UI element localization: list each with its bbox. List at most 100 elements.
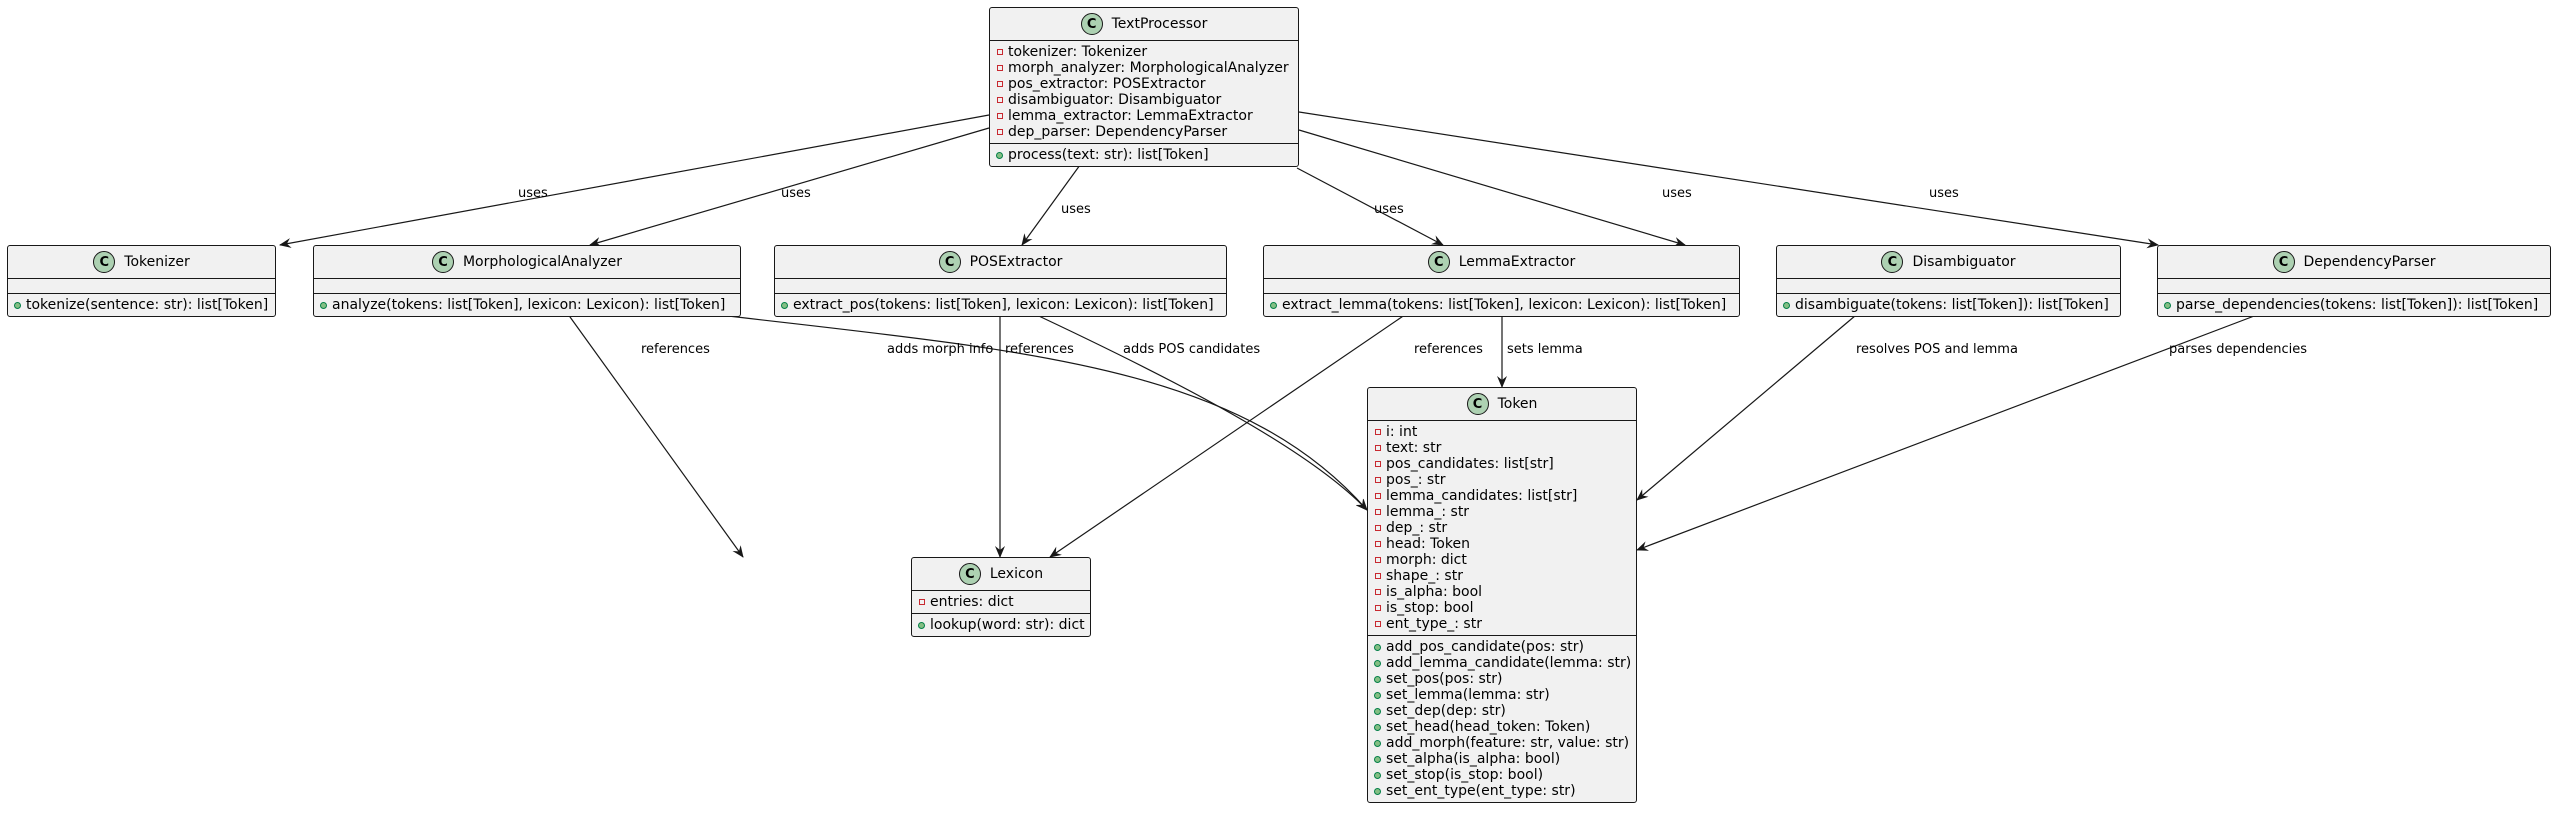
method-row: add_morph(feature: str, value: str): [1368, 735, 1636, 751]
public-visibility-icon: [1270, 302, 1282, 309]
attribute-row: pos_candidates: list[str]: [1368, 456, 1636, 472]
private-visibility-icon: [1374, 541, 1386, 547]
private-visibility-icon: [996, 65, 1008, 71]
edge-disambiguator-to-token: [1636, 309, 1863, 501]
method-text: add_morph(feature: str, value: str): [1386, 735, 1630, 751]
attribute-text: entries: dict: [930, 594, 1014, 610]
private-visibility-icon: [996, 113, 1008, 119]
edge-text-processor-to-lemma-extractor: [1296, 167, 1444, 246]
private-visibility-icon: [996, 129, 1008, 135]
attribute-text: morph: dict: [1386, 552, 1467, 568]
public-visibility-icon: [918, 622, 930, 629]
class-methods: extract_pos(tokens: list[Token], lexicon…: [775, 293, 1226, 316]
method-row: add_pos_candidate(pos: str): [1368, 639, 1636, 655]
attribute-row: i: int: [1368, 424, 1636, 440]
public-visibility-icon: [1374, 724, 1386, 731]
method-text: set_dep(dep: str): [1386, 703, 1506, 719]
method-text: extract_lemma(tokens: list[Token], lexic…: [1282, 297, 1727, 313]
class-badge-icon: C: [1427, 251, 1450, 273]
private-visibility-icon: [1374, 509, 1386, 515]
method-row: extract_lemma(tokens: list[Token], lexic…: [1264, 297, 1739, 313]
method-row: set_dep(dep: str): [1368, 703, 1636, 719]
class-header: C Tokenizer: [8, 246, 275, 278]
edge-label: references: [1414, 342, 1483, 357]
public-visibility-icon: [1374, 692, 1386, 699]
attribute-row: lemma_extractor: LemmaExtractor: [990, 108, 1298, 124]
method-row: lookup(word: str): dict: [912, 617, 1090, 633]
method-row: process(text: str): list[Token]: [990, 147, 1298, 163]
attribute-row: lemma_: str: [1368, 504, 1636, 520]
edge-label: uses: [1929, 186, 1959, 201]
edge-label: uses: [1374, 202, 1404, 217]
method-text: set_head(head_token: Token): [1386, 719, 1591, 735]
public-visibility-icon: [1374, 676, 1386, 683]
edge-pos-extractor-to-token: [1025, 309, 1368, 511]
class-name: DependencyParser: [2303, 254, 2436, 270]
method-row: tokenize(sentence: str): list[Token]: [8, 297, 275, 313]
method-text: parse_dependencies(tokens: list[Token]):…: [2176, 297, 2539, 313]
class-badge-icon: C: [1466, 393, 1489, 415]
public-visibility-icon: [1374, 660, 1386, 667]
edge-label: uses: [781, 186, 811, 201]
class-name: Token: [1497, 396, 1538, 412]
class-lemma-extractor: C LemmaExtractor extract_lemma(tokens: lis…: [1263, 245, 1740, 317]
class-name: Lexicon: [989, 566, 1044, 582]
attribute-row: dep_parser: DependencyParser: [990, 124, 1298, 140]
public-visibility-icon: [1783, 302, 1795, 309]
class-methods: process(text: str): list[Token]: [990, 143, 1298, 166]
class-attributes: [775, 278, 1226, 293]
attribute-row: head: Token: [1368, 536, 1636, 552]
attribute-row: pos_extractor: POSExtractor: [990, 76, 1298, 92]
class-name: Disambiguator: [1912, 254, 2016, 270]
class-name: MorphologicalAnalyzer: [462, 254, 623, 270]
attribute-row: disambiguator: Disambiguator: [990, 92, 1298, 108]
class-header: C LemmaExtractor: [1264, 246, 1739, 278]
class-badge-icon: C: [958, 563, 981, 585]
method-row: set_lemma(lemma: str): [1368, 687, 1636, 703]
edge-text-processor-to-morphological-analyzer: [589, 127, 990, 247]
private-visibility-icon: [1374, 589, 1386, 595]
class-header: C Token: [1368, 388, 1636, 420]
attribute-row: tokenizer: Tokenizer: [990, 44, 1298, 60]
class-name: POSExtractor: [969, 254, 1063, 270]
method-text: set_alpha(is_alpha: bool): [1386, 751, 1561, 767]
class-name: LemmaExtractor: [1458, 254, 1576, 270]
class-attributes: [8, 278, 275, 293]
method-row: set_pos(pos: str): [1368, 671, 1636, 687]
class-methods: disambiguate(tokens: list[Token]): list[…: [1777, 293, 2120, 316]
edge-label: uses: [518, 186, 548, 201]
method-row: disambiguate(tokens: list[Token]): list[…: [1777, 297, 2120, 313]
class-methods: lookup(word: str): dict: [912, 613, 1090, 636]
class-name: TextProcessor: [1111, 16, 1208, 32]
attribute-text: is_stop: bool: [1386, 600, 1474, 616]
private-visibility-icon: [1374, 557, 1386, 563]
class-methods: tokenize(sentence: str): list[Token]: [8, 293, 275, 316]
class-attributes: [1264, 278, 1739, 293]
edge-label: adds POS candidates: [1123, 342, 1260, 357]
private-visibility-icon: [1374, 605, 1386, 611]
edge-morphological-analyzer-to-token: [677, 309, 1368, 511]
class-badge-icon: C: [93, 251, 116, 273]
method-text: lookup(word: str): dict: [930, 617, 1085, 633]
private-visibility-icon: [996, 97, 1008, 103]
private-visibility-icon: [1374, 493, 1386, 499]
method-text: set_stop(is_stop: bool): [1386, 767, 1544, 783]
edge-label: adds morph info: [887, 342, 993, 357]
method-text: set_lemma(lemma: str): [1386, 687, 1550, 703]
attribute-text: ent_type_: str: [1386, 616, 1482, 632]
attribute-text: i: int: [1386, 424, 1418, 440]
method-row: set_stop(is_stop: bool): [1368, 767, 1636, 783]
method-text: tokenize(sentence: str): list[Token]: [26, 297, 269, 313]
method-text: process(text: str): list[Token]: [1008, 147, 1209, 163]
private-visibility-icon: [996, 81, 1008, 87]
attribute-row: entries: dict: [912, 594, 1090, 610]
class-name: Tokenizer: [124, 254, 190, 270]
class-lexicon: C Lexicon entries: dict lookup(word: str): …: [911, 557, 1091, 637]
private-visibility-icon: [1374, 445, 1386, 451]
public-visibility-icon: [1374, 788, 1386, 795]
